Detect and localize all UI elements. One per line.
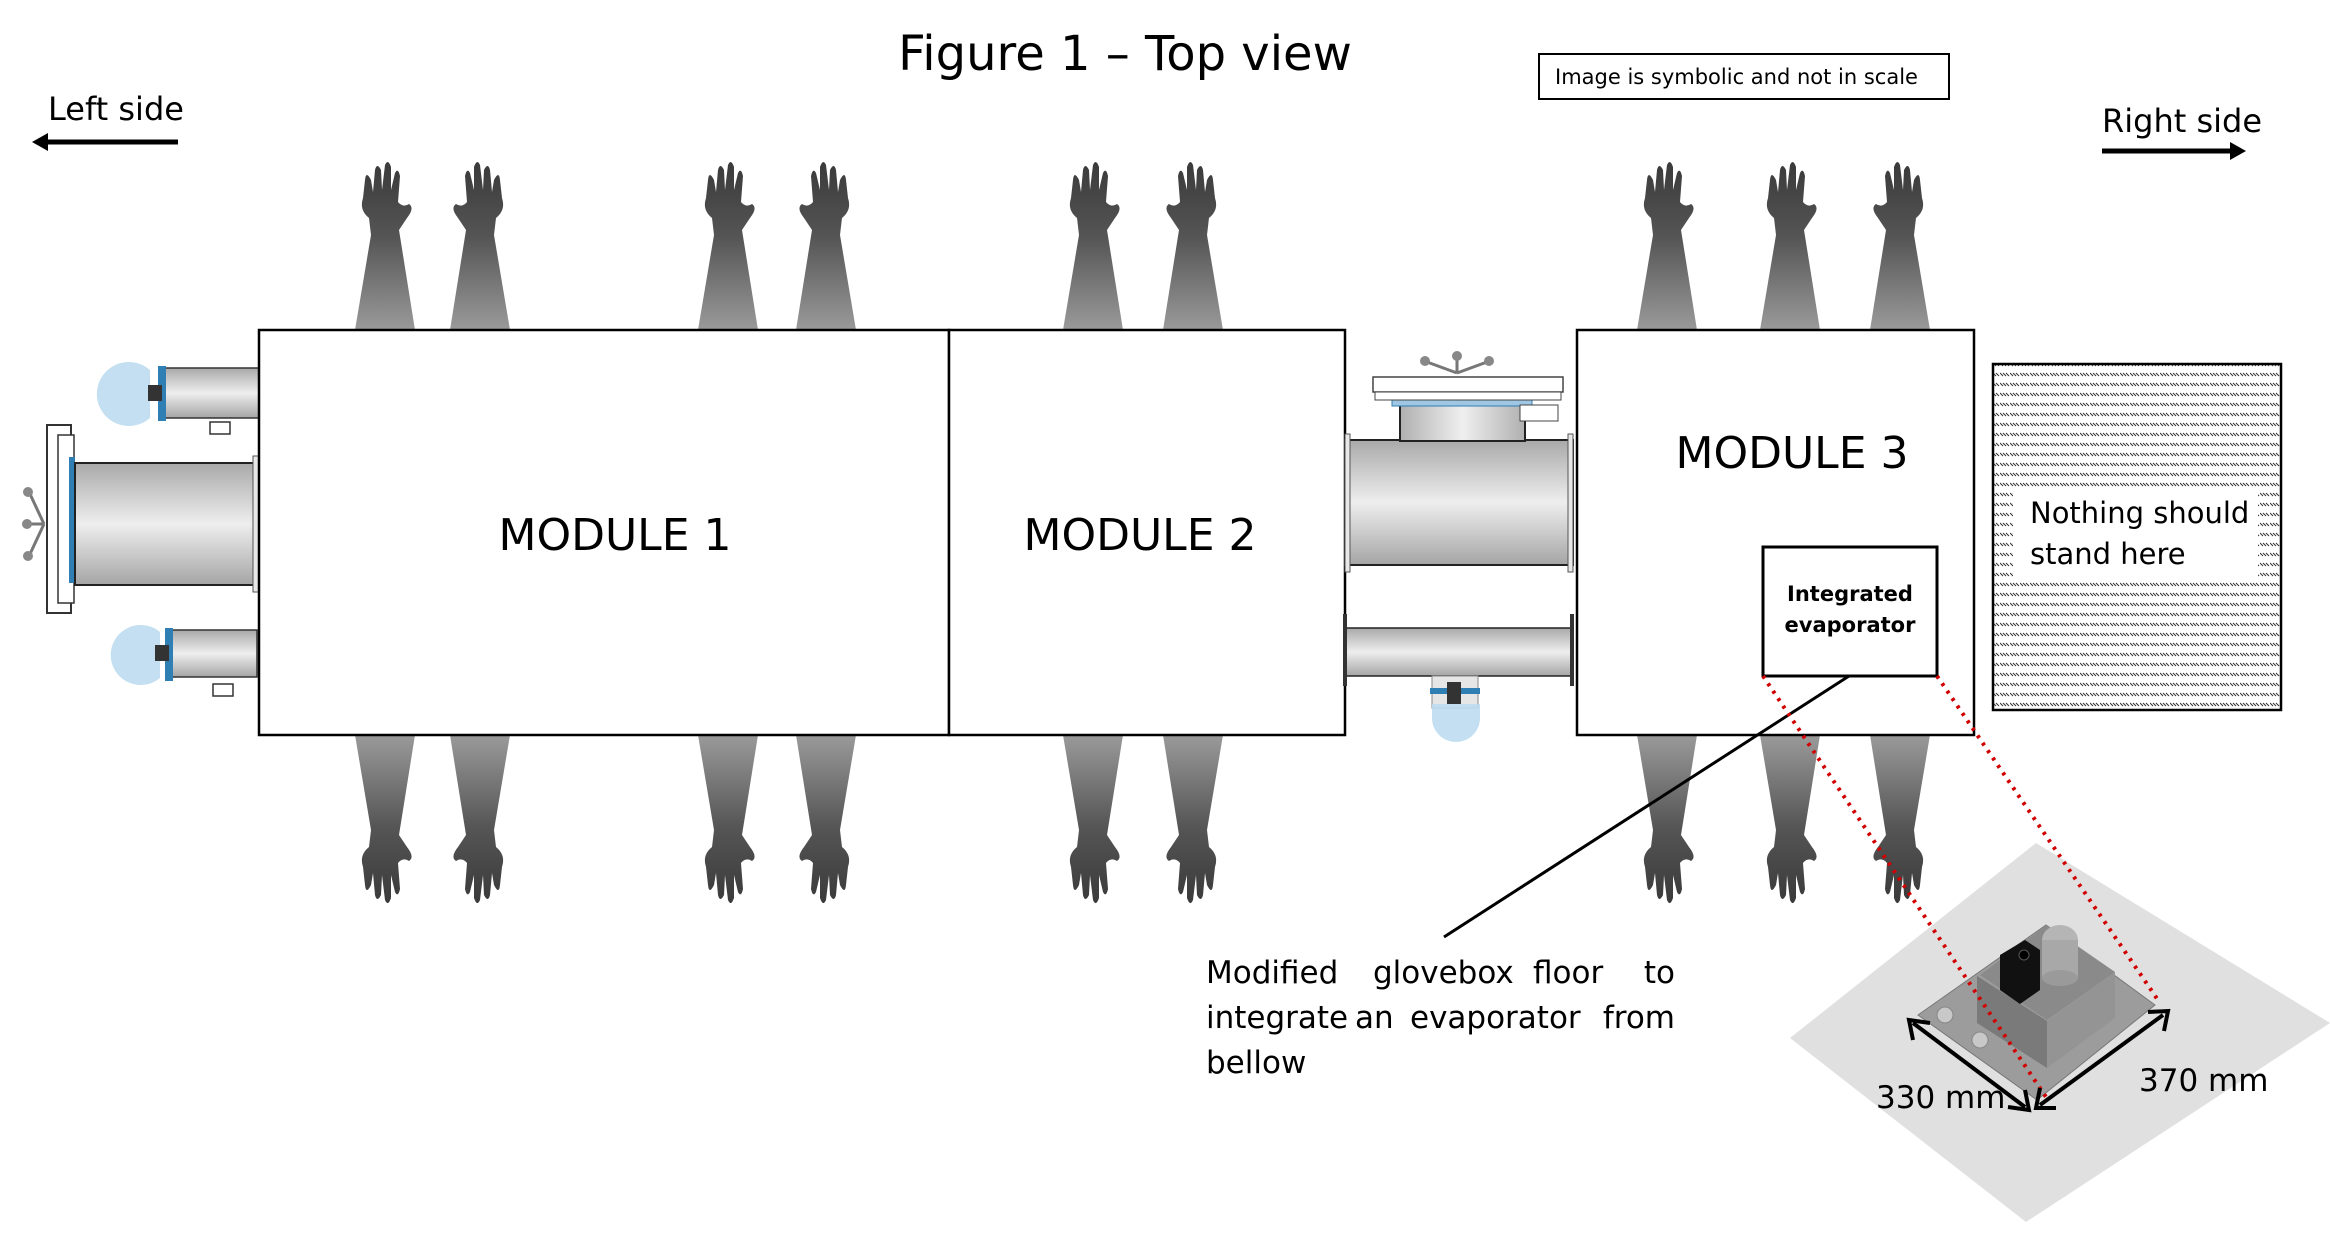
annotation-word: Modified <box>1206 955 1338 991</box>
restricted-zone-line1: Nothing should <box>2030 496 2249 530</box>
right-side-label: Right side <box>2102 102 2262 140</box>
annotation-word: integrate <box>1206 1000 1348 1036</box>
evaporator-label-line1: Integrated <box>1787 582 1913 606</box>
glove-icon <box>698 161 758 330</box>
module-2-label: MODULE 2 <box>1024 510 1257 561</box>
projection-lines <box>1761 674 2162 1102</box>
arrow-right-icon <box>2102 142 2246 160</box>
glove-icon <box>1760 161 1820 330</box>
scale-note: Image is symbolic and not in scale <box>1538 53 1950 100</box>
glove-icon <box>1637 735 1697 904</box>
glove-icon <box>450 161 510 330</box>
arrow-left-icon <box>32 133 178 151</box>
left-mini-antechamber-top <box>96 362 260 435</box>
left-antechamber-main <box>22 424 260 614</box>
glove-icon <box>1163 735 1223 904</box>
annotation-word: from <box>1603 1000 1675 1036</box>
annotation-leader-line <box>1443 674 1850 939</box>
dimension-arrow-width <box>1906 1017 2032 1113</box>
right-side-indicator: Right side <box>2102 102 2262 160</box>
door-handle-icon[interactable] <box>1420 351 1494 375</box>
module-2[interactable]: MODULE 2 <box>947 328 1347 737</box>
floor-annotation: Modified glovebox floor to integrate an … <box>1206 955 1675 1081</box>
module-1-label: MODULE 1 <box>499 510 732 561</box>
module-3-label: MODULE 3 <box>1676 428 1909 479</box>
glove-icon <box>1063 161 1123 330</box>
dimension-width-label: 330 mm <box>1876 1080 2005 1116</box>
glove-icon <box>1163 161 1223 330</box>
glove-ports-bottom <box>355 735 1930 904</box>
evaporator-label-line2: evaporator <box>1785 613 1917 637</box>
door-handle-icon[interactable] <box>22 487 46 561</box>
glove-ports-top <box>355 161 1930 330</box>
dimension-arrow-depth <box>2033 1008 2171 1110</box>
glove-icon <box>796 735 856 904</box>
glove-icon <box>355 161 415 330</box>
glove-icon <box>796 161 856 330</box>
glove-icon <box>450 735 510 904</box>
evaporator-3d-render <box>1790 843 2330 1222</box>
annotation-word: glovebox <box>1373 955 1514 991</box>
integrated-evaporator[interactable]: Integrated evaporator <box>1761 545 1939 678</box>
glove-icon <box>1637 161 1697 330</box>
left-mini-antechamber-bottom <box>110 625 258 697</box>
glove-icon <box>1760 735 1820 904</box>
module-1[interactable]: MODULE 1 <box>257 328 951 737</box>
annotation-word: to <box>1644 955 1675 991</box>
left-side-indicator: Left side <box>32 90 184 151</box>
restricted-zone-line2: stand here <box>2030 537 2186 571</box>
annotation-word: floor <box>1533 955 1603 991</box>
restricted-zone: Nothing should stand here <box>1991 362 2283 712</box>
annotation-word: evaporator <box>1410 1000 1581 1036</box>
dimension-depth-label: 370 mm <box>2139 1063 2268 1099</box>
middle-mini-antechamber <box>1343 614 1574 742</box>
glove-icon <box>698 735 758 904</box>
left-side-label: Left side <box>48 90 184 128</box>
figure-title: Figure 1 – Top view <box>898 26 1352 82</box>
glove-icon <box>1870 161 1930 330</box>
annotation-line-3: bellow <box>1206 1045 1306 1081</box>
glove-icon <box>355 735 415 904</box>
scale-note-text: Image is symbolic and not in scale <box>1555 65 1918 89</box>
glove-icon <box>1063 735 1123 904</box>
annotation-word: an <box>1355 1000 1394 1036</box>
middle-antechamber-main <box>1344 351 1574 573</box>
